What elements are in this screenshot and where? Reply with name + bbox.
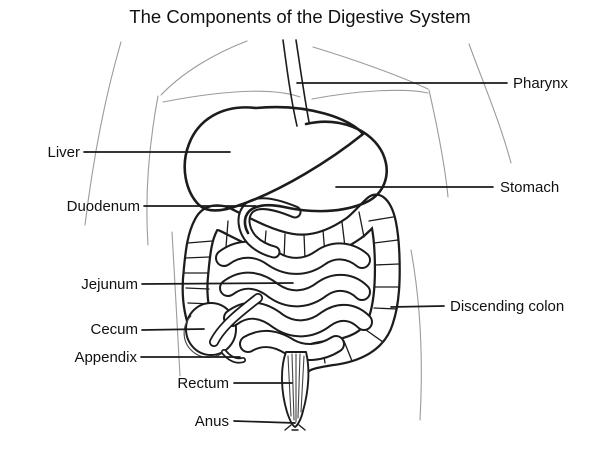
leader-cecum [141, 328, 205, 331]
label-liver: Liver [47, 144, 80, 161]
leader-descending-colon [390, 305, 445, 308]
small-intestine-shape [209, 240, 373, 361]
chest-contour-line [162, 89, 429, 103]
torso-outline [84, 40, 512, 421]
cecum-inner-arc [183, 315, 227, 358]
label-pharynx: Pharynx [513, 75, 569, 92]
label-cecum: Cecum [90, 321, 138, 338]
left-shoulder-line [160, 40, 248, 96]
label-jejunum: Jejunum [81, 276, 138, 293]
left-arm-line [84, 41, 122, 226]
appendix-shape [221, 349, 246, 364]
stomach-shape [243, 120, 388, 235]
intestine-coil-3-inner [225, 303, 371, 336]
rectum-striations [287, 353, 305, 423]
label-descending-colon: Discending colon [450, 298, 564, 315]
left-torso-line [146, 95, 159, 246]
ileum-strand-inner [210, 294, 262, 346]
label-rectum: Rectum [177, 375, 229, 392]
intestine-coil-1-inner [217, 242, 369, 273]
label-duodenum: Duodenum [67, 198, 140, 215]
leader-lines [83, 82, 508, 424]
intestine-coil-4-inner [241, 332, 343, 359]
labels: Pharynx Liver Stomach Duodenum Jejunum C… [47, 75, 568, 430]
intestine-coil-2-inner [221, 273, 369, 306]
left-hip-line [171, 231, 181, 377]
appendix-inner [222, 350, 245, 362]
colon-shape [181, 193, 401, 375]
right-shoulder-line [312, 46, 429, 90]
anus-shape [284, 424, 306, 431]
right-torso-line [428, 89, 449, 198]
label-appendix: Appendix [74, 349, 137, 366]
esophagus-shape [282, 39, 310, 127]
leader-jejunum [141, 282, 294, 285]
right-hip-line [410, 249, 422, 421]
label-stomach: Stomach [500, 179, 559, 196]
leader-anus [233, 420, 296, 424]
rectum-shape [281, 351, 310, 431]
rectum-outline [281, 351, 310, 428]
page-title: The Components of the Digestive System [129, 6, 470, 27]
right-arm-line [468, 43, 512, 164]
label-anus: Anus [195, 413, 229, 430]
